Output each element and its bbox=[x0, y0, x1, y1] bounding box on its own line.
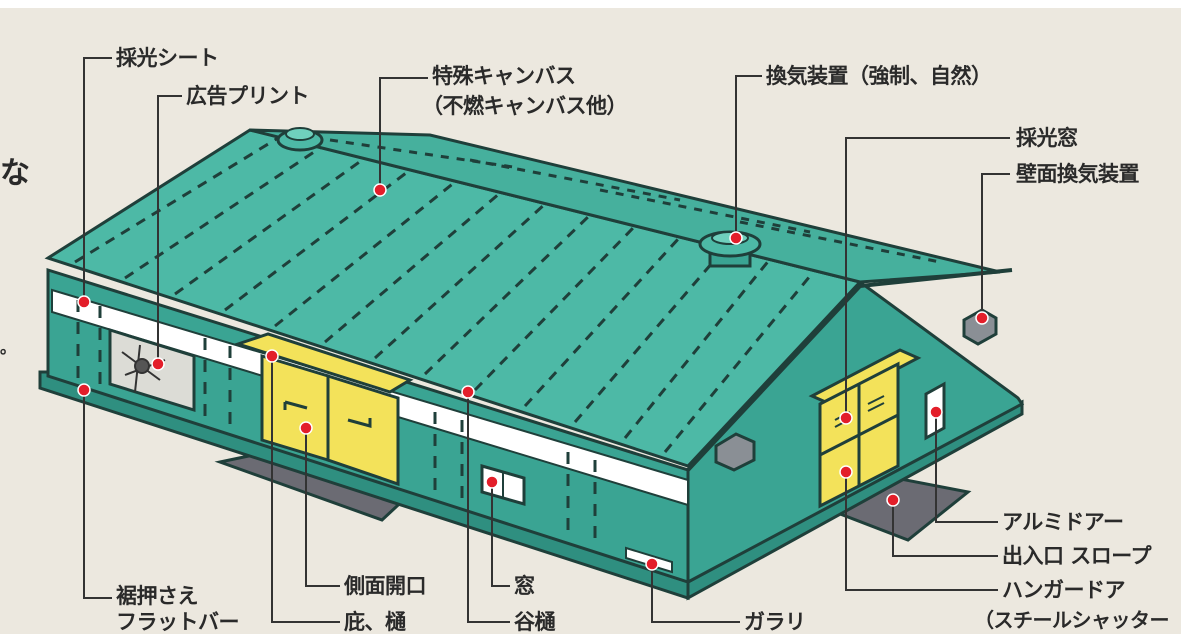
door-handle-right bbox=[347, 418, 372, 428]
label-daylight-window: 採光窓 bbox=[1016, 126, 1078, 150]
roof-edge bbox=[686, 268, 1013, 472]
label-aluminium-door: アルミドアー bbox=[1002, 510, 1124, 534]
label-daylight-sheet: 採光シート bbox=[116, 46, 219, 70]
side-canopy bbox=[233, 332, 414, 394]
label-hangar-door: ハンガードア bbox=[1002, 578, 1126, 602]
label-valley-gutter: 谷樋 bbox=[514, 610, 556, 634]
top-border bbox=[0, 0, 1181, 8]
edge-text-dot: 。 bbox=[0, 338, 17, 357]
label-window: 窓 bbox=[514, 574, 535, 598]
side-door-right bbox=[326, 373, 400, 487]
label-nonflammable-canvas: （不燃キャンバス他） bbox=[422, 94, 628, 118]
roof-vent-1 bbox=[276, 127, 324, 152]
wall-seams bbox=[76, 300, 597, 542]
ad-print-panel bbox=[108, 327, 196, 413]
roof-back-seams bbox=[329, 138, 941, 264]
label-hem-holder: 裾押さえ bbox=[116, 584, 199, 608]
leader-lines bbox=[83, 57, 1010, 623]
leader-dots bbox=[77, 183, 989, 571]
label-louver: ガラリ bbox=[744, 610, 806, 634]
label-wall-ventilation: 壁面換気装置 bbox=[1016, 162, 1140, 186]
label-eaves-gutter: 庇、樋 bbox=[344, 610, 406, 634]
label-side-opening: 側面開口 bbox=[344, 574, 427, 598]
edge-text-na: な bbox=[0, 156, 30, 191]
door-handle-left bbox=[283, 400, 308, 410]
wall-vent-gable bbox=[714, 432, 756, 472]
label-entrance-slope: 出入口 スロープ bbox=[1002, 544, 1152, 568]
label-flat-bar: フラットバー bbox=[116, 610, 240, 634]
label-special-canvas: 特殊キャンバス bbox=[432, 64, 576, 88]
label-ventilation: 換気装置（強制、自然） bbox=[766, 64, 992, 88]
label-steel-shutter: （スチールシャッター bbox=[974, 608, 1170, 632]
label-ad-print: 広告プリント bbox=[186, 84, 310, 108]
